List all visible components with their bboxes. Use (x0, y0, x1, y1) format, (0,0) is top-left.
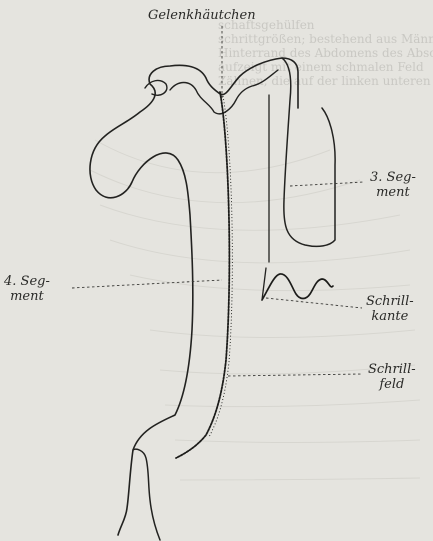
label-segment-4-line2: ment (4, 289, 50, 304)
label-segment-3-line1: 3. Seg- (370, 170, 416, 185)
segment-4-outline (90, 58, 298, 535)
label-schrillkante-line2: kante (366, 309, 414, 324)
label-gelenkhautchen-text: Gelenkhäutchen (148, 8, 256, 23)
label-schrillfeld: Schrill- feld (368, 362, 416, 392)
joint-membrane-inner (145, 70, 278, 114)
label-segment-3: 3. Seg- ment (370, 170, 416, 200)
schrillfeld-ridge (176, 92, 229, 458)
label-gelenkhautchen: Gelenkhäutchen (148, 8, 256, 23)
segment-3-outline (282, 58, 335, 246)
label-segment-4: 4. Seg- ment (4, 274, 50, 304)
label-segment-4-line1: 4. Seg- (4, 274, 50, 289)
schrillkante-edge (262, 274, 333, 300)
leader-lines (72, 26, 364, 376)
label-schrillfeld-line1: Schrill- (368, 362, 416, 377)
label-schrillfeld-line2: feld (368, 377, 416, 392)
leader-schrillkante (266, 298, 362, 308)
leader-segment4 (72, 280, 222, 288)
label-schrillkante-line1: Schrill- (366, 294, 414, 309)
lower-joint-knob (133, 449, 160, 540)
label-schrillkante: Schrill- kante (366, 294, 414, 324)
label-segment-3-line2: ment (370, 185, 416, 200)
